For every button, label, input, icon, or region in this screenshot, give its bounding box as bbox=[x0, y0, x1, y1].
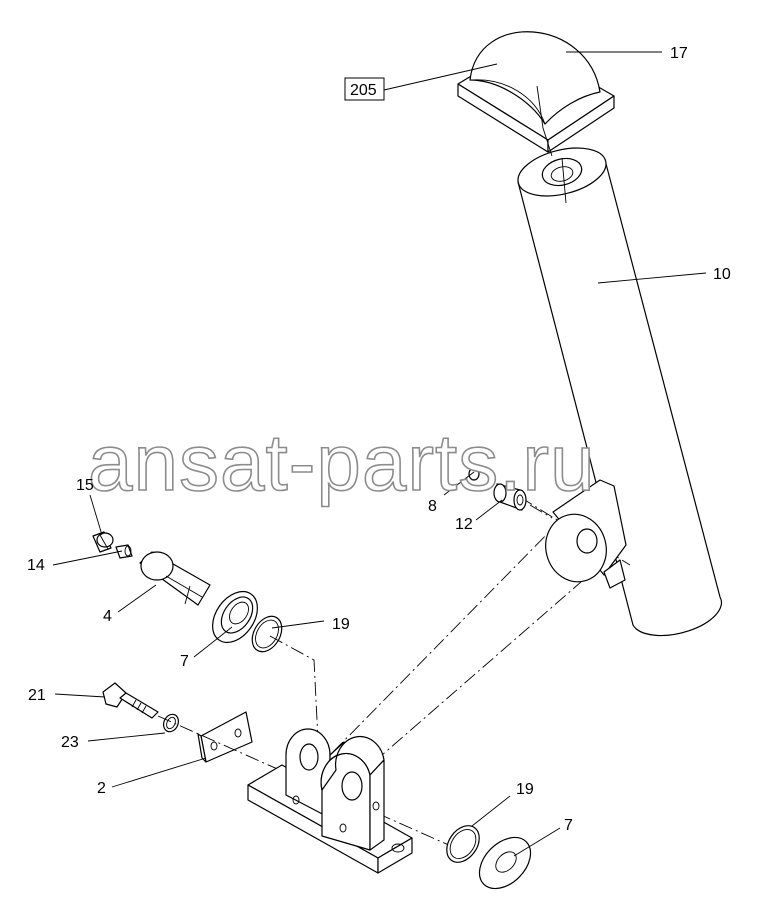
label-205-box bbox=[344, 77, 385, 101]
label-8: 8 bbox=[428, 498, 437, 515]
alignment-lines bbox=[157, 504, 553, 851]
part-21-bolt bbox=[102, 682, 159, 719]
label-15: 15 bbox=[76, 477, 94, 494]
label-7-upper: 7 bbox=[180, 653, 189, 670]
label-12: 12 bbox=[455, 516, 473, 533]
label-205: 205 bbox=[350, 82, 377, 99]
lever-arm bbox=[332, 479, 631, 763]
part-10-cylinder bbox=[517, 147, 723, 637]
part-12-nut bbox=[493, 483, 527, 511]
part-8-washer bbox=[468, 467, 480, 481]
label-17: 17 bbox=[670, 45, 688, 62]
part-7-washer-lower bbox=[478, 836, 532, 890]
part-2-plate bbox=[197, 711, 253, 763]
part-17-saddle bbox=[457, 31, 615, 157]
label-19-upper: 19 bbox=[332, 616, 350, 633]
leader-lines bbox=[52, 51, 707, 857]
label-7-lower: 7 bbox=[564, 817, 573, 834]
part-23-lockwasher bbox=[163, 713, 179, 733]
label-21: 21 bbox=[28, 687, 46, 704]
part-7-washer-upper bbox=[212, 591, 258, 643]
base-bracket bbox=[247, 728, 413, 874]
label-14: 14 bbox=[27, 557, 45, 574]
label-19-lower: 19 bbox=[516, 781, 534, 798]
label-23: 23 bbox=[61, 734, 79, 751]
part-19-oring-lower bbox=[446, 825, 480, 863]
part-14-fitting bbox=[115, 544, 133, 559]
label-2: 2 bbox=[97, 780, 106, 797]
label-10: 10 bbox=[713, 266, 731, 283]
label-4: 4 bbox=[103, 608, 112, 625]
callout-labels: 205 17 10 8 12 15 14 4 7 19 21 23 2 19 7 bbox=[27, 45, 731, 834]
watermark-text: ansat-parts.ru bbox=[88, 418, 596, 507]
part-4-pin bbox=[139, 551, 211, 606]
part-15-cap bbox=[92, 531, 114, 553]
